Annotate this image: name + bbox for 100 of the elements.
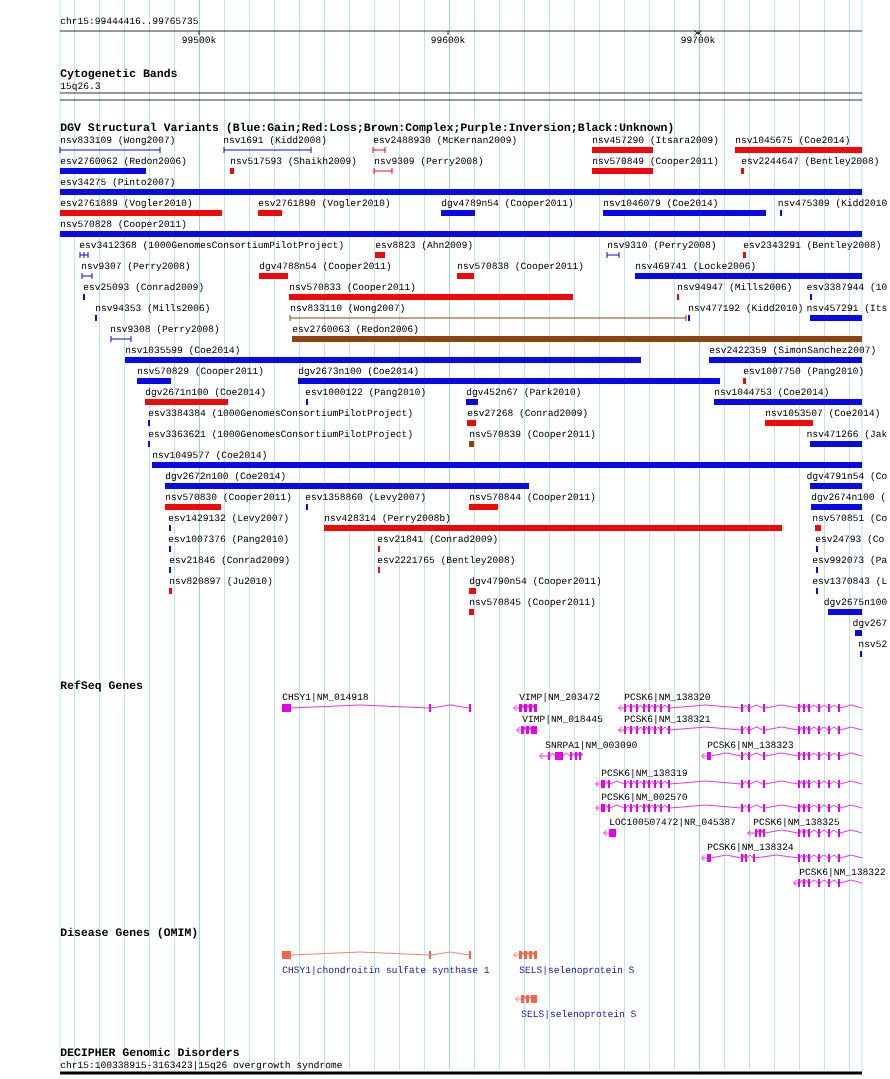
node-label: SELS|selenoprotein S [521, 1010, 636, 1019]
node-label: nsv570833 (Cooper2011) [290, 283, 415, 292]
variant-feature: nsv833109 (Wong2007) [59, 136, 174, 154]
variant-feature: nsv1044753 (Coe2014) [714, 388, 862, 405]
node-label: esv3387944 (10 [807, 283, 887, 292]
variant-feature: nsv1035599 (Coe2014) [125, 346, 641, 363]
gene-model: PCSK6|NM_138324 [701, 843, 863, 862]
variant-feature: dgv2672n100 (Coe2014) [165, 472, 529, 489]
gene-model: CHSY1|NM_014918 [282, 693, 471, 712]
node-label: nsv570829 (Cooper2011) [138, 367, 263, 376]
variant-feature: nsv475309 (Kidd2010 [778, 199, 887, 216]
variant-feature: dgv4789n54 (Cooper2011) [441, 199, 573, 216]
node-label: esv2761889 (Vogler2010) [60, 199, 192, 208]
node-label: nsv1045675 (Coe2014) [736, 136, 849, 145]
node-label: nsv471266 (Jak [807, 430, 887, 439]
node-label: nsv1053507 (Coe2014) [766, 409, 879, 418]
node-label: nsv1046079 (Coe2014) [604, 199, 717, 208]
variant-feature: dgv452n67 (Park2010) [466, 388, 580, 405]
node-label: PCSK6|NM_138319 [601, 769, 687, 778]
variant-feature: esv3412368 (1000GenomesConsortiumPilotProject) [79, 241, 343, 259]
gene-model: VIMP|NM_203472 [513, 693, 600, 712]
variant-feature: nsv570845 (Cooper2011) [469, 598, 595, 615]
variant-feature: esv8823 (Ahn2009) [375, 241, 472, 258]
node-label: PCSK6|NM_138321 [624, 715, 711, 724]
variant-feature: esv2244647 (Bentley2008) [741, 157, 878, 174]
variant-feature: nsv570838 (Cooper2011) [457, 262, 583, 279]
gene-model: LOC100507472|NR_045387 [603, 818, 736, 837]
band-label: 15q26.3 [60, 82, 100, 91]
node-label: PCSK6|NM_138325 [753, 818, 839, 827]
gene-model: CHSY1|chondroitin sulfate synthase 1 [282, 951, 490, 975]
node-label: dgv2672n100 (Coe2014) [165, 472, 285, 481]
track-title: DGV Structural Variants (Blue:Gain;Red:Loss;Brown:Complex;Purple:Inversion;Black:Unknown) [60, 122, 673, 134]
variant-feature: nsv94353 (Mills2006) [95, 304, 209, 321]
node-label: dgv267 [853, 619, 887, 628]
node-label: VIMP|NM_018445 [522, 715, 603, 724]
node-label: nsv475309 (Kidd2010 [778, 199, 887, 208]
variant-feature: nsv1045675 (Coe2014) [735, 136, 862, 153]
node-label: dgv2671n100 (Coe2014) [145, 388, 265, 397]
node-label: esv2244647 (Bentley2008) [741, 157, 878, 166]
variant-feature: nsv570849 (Cooper2011) [592, 157, 718, 174]
variant-feature: nsv820897 (Ju2010) [169, 577, 272, 594]
node-label: esv21841 (Conrad2009) [377, 535, 497, 544]
variant-feature: esv3384384 (1000GenomesConsortiumPilotProject) [148, 409, 412, 426]
node-label: nsv477192 (Kidd2010) [689, 304, 802, 313]
node-label: esv2760062 (Redon2006) [60, 157, 186, 166]
node-label: SELS|selenoprotein S [519, 966, 634, 975]
node-label: nsv457290 (Itsara2009) [593, 136, 718, 145]
variant-feature: esv1370843 (L [812, 577, 887, 594]
tick-label: 99700k [681, 36, 715, 44]
variant-feature: nsv1046079 (Coe2014) [603, 199, 766, 216]
variant-feature: esv2760063 (Redon2006) [292, 325, 862, 342]
node-label: esv3363621 (1000GenomesConsortiumPilotProject) [148, 430, 412, 439]
variant-feature: esv2422359 (SimonSanchez2007) [709, 346, 875, 363]
node-label: PCSK6|NM_138322 [799, 868, 885, 877]
node-label: esv27268 (Conrad2009) [467, 409, 587, 418]
node-label: nsv570830 (Cooper2011) [166, 493, 291, 502]
variant-feature: nsv9310 (Perry2008) [606, 241, 715, 259]
variant-feature: esv3387944 (10 [807, 283, 887, 300]
variant-feature: nsv517593 (Shaikh2009) [230, 157, 356, 174]
tick-label: 99500k [182, 36, 216, 44]
variant-feature: esv21846 (Conrad2009) [169, 556, 289, 573]
variant-feature: nsv570839 (Cooper2011) [469, 430, 595, 447]
node-label: nsv570845 (Cooper2011) [470, 598, 595, 607]
variant-feature: dgv267 [853, 619, 887, 636]
tick-label: 99600k [431, 36, 465, 44]
variant-feature: esv3363621 (1000GenomesConsortiumPilotProject) [148, 430, 412, 447]
variant-feature: esv2343291 (Bentley2008) [743, 241, 880, 258]
variant-feature: esv1007376 (Pang2010) [168, 535, 288, 552]
node-label: PCSK6|NM_138323 [707, 741, 793, 750]
gene-model: PCSK6|NM_138325 [747, 818, 863, 837]
track-title: Cytogenetic Bands [60, 68, 177, 80]
node-label: dgv452n67 (Park2010) [466, 388, 580, 397]
variant-feature: esv27268 (Conrad2009) [467, 409, 587, 426]
node-label: nsv428314 (Perry2008b) [325, 514, 450, 523]
variant-feature: nsv570833 (Cooper2011) [289, 283, 573, 300]
node-label: dgv2673n100 (Coe2014) [298, 367, 418, 376]
node-label: nsv820897 (Ju2010) [170, 577, 272, 586]
node-label: dgv2675n100 [824, 598, 887, 607]
node-label: nsv570828 (Cooper2011) [61, 220, 186, 229]
node-label: esv1358860 (Levy2007) [305, 493, 425, 502]
node-label: dgv4791n54 (Co [807, 472, 887, 481]
variant-feature: esv1429132 (Levy2007) [168, 514, 288, 531]
node-label: esv8823 (Ahn2009) [375, 241, 472, 250]
variant-feature: esv1000122 (Pang2010) [305, 388, 425, 405]
variant-feature: esv2761890 (Vogler2010) [258, 199, 390, 216]
variant-feature: dgv4791n54 (Co [807, 472, 887, 489]
gene-model: PCSK6|NM_002570 [595, 793, 863, 812]
node-label: VIMP|NM_203472 [519, 693, 600, 702]
variant-feature: nsv1049577 (Coe2014) [152, 451, 862, 468]
node-label: esv1000122 (Pang2010) [305, 388, 425, 397]
node-label: esv34275 (Pinto2007) [60, 178, 174, 187]
node-label: esv24793 (Co [815, 535, 884, 544]
node-label: nsv517593 (Shaikh2009) [231, 157, 356, 166]
variant-feature: nsv570830 (Cooper2011) [165, 493, 291, 510]
variant-feature: nsv471266 (Jak [807, 430, 887, 447]
node-label: esv2422359 (SimonSanchez2007) [709, 346, 875, 355]
gene-model: SELS|selenoprotein S [513, 951, 634, 975]
node-label: dgv4789n54 (Cooper2011) [441, 199, 573, 208]
node-label: esv1007376 (Pang2010) [168, 535, 288, 544]
variant-feature: nsv570851 (Co [813, 514, 887, 531]
